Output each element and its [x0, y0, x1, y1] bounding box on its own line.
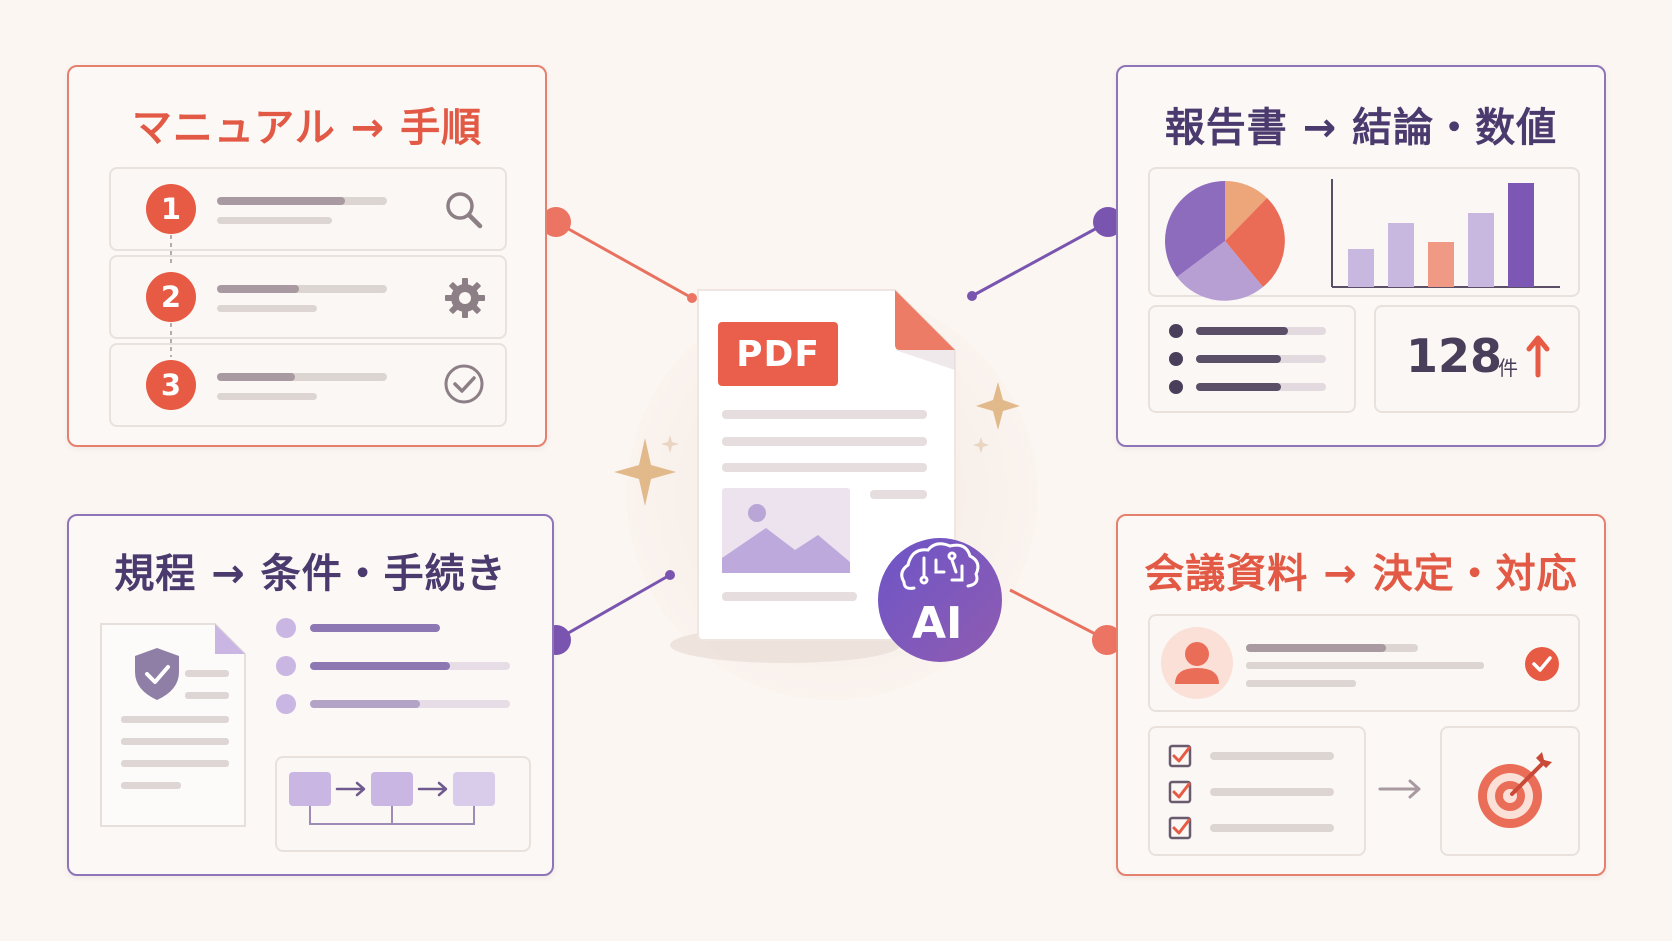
- ai-label: AI: [912, 598, 963, 649]
- sparkle-icon: [614, 382, 1020, 506]
- connector-rules: [555, 573, 671, 642]
- step-text-line: [217, 197, 387, 205]
- brain-icon: [900, 542, 980, 590]
- pie-chart: [1165, 180, 1285, 301]
- connector-report: [971, 220, 1109, 298]
- policy-document: [100, 623, 246, 827]
- connector-manual: [555, 220, 693, 300]
- checkbox-icon: [1168, 744, 1192, 840]
- target-icon: [1478, 752, 1552, 828]
- step-text-line: [217, 393, 317, 400]
- check-circle-icon: [444, 364, 484, 404]
- bar-chart: [1331, 179, 1560, 288]
- step-text-line: [217, 285, 387, 293]
- arrow-right-icon: [1378, 779, 1421, 799]
- card-meeting-title: 会議資料 → 決定・対応: [1144, 551, 1578, 597]
- step-number-1: 1: [146, 184, 196, 234]
- step-number-3: 3: [146, 360, 196, 410]
- report-list-bullets: [1169, 324, 1326, 394]
- card-rules-title: 規程 → 条件・手続き: [114, 551, 507, 597]
- search-icon: [446, 192, 483, 229]
- arrow-up-icon: [1526, 335, 1550, 378]
- procedure-flow: [289, 772, 495, 825]
- shield-check-icon: [135, 648, 179, 700]
- step-connector-dashes: [170, 235, 172, 357]
- decision-text-lines: [1246, 644, 1484, 687]
- stat-unit: 件: [1498, 356, 1518, 380]
- card-report: 報告書 → 結論・数値 128 件: [1116, 65, 1606, 447]
- action-items-list: [1168, 744, 1334, 840]
- step-text-line: [217, 305, 317, 312]
- step-number-2: 2: [146, 272, 196, 322]
- manual-step-row: [109, 167, 507, 251]
- ai-badge: [878, 538, 1002, 662]
- gear-icon: [445, 278, 485, 318]
- card-meeting: 会議資料 → 決定・対応: [1116, 514, 1606, 876]
- report-stat-panel: [1374, 305, 1580, 413]
- pdf-badge: PDF: [718, 322, 838, 386]
- card-rules: 規程 → 条件・手続き: [67, 514, 554, 876]
- connector-meeting: [1009, 588, 1108, 642]
- check-circle-icon: [1525, 647, 1559, 681]
- card-report-title: 報告書 → 結論・数値: [1164, 105, 1558, 151]
- step-text-line: [217, 373, 387, 381]
- card-manual-title: マニュアル → 手順: [131, 105, 483, 151]
- card-manual: マニュアル → 手順 1 2 3: [67, 65, 547, 447]
- stat-value: 128: [1406, 329, 1503, 383]
- step-text-line: [217, 217, 332, 224]
- conditions-list: [276, 618, 510, 714]
- user-icon: [1161, 627, 1233, 699]
